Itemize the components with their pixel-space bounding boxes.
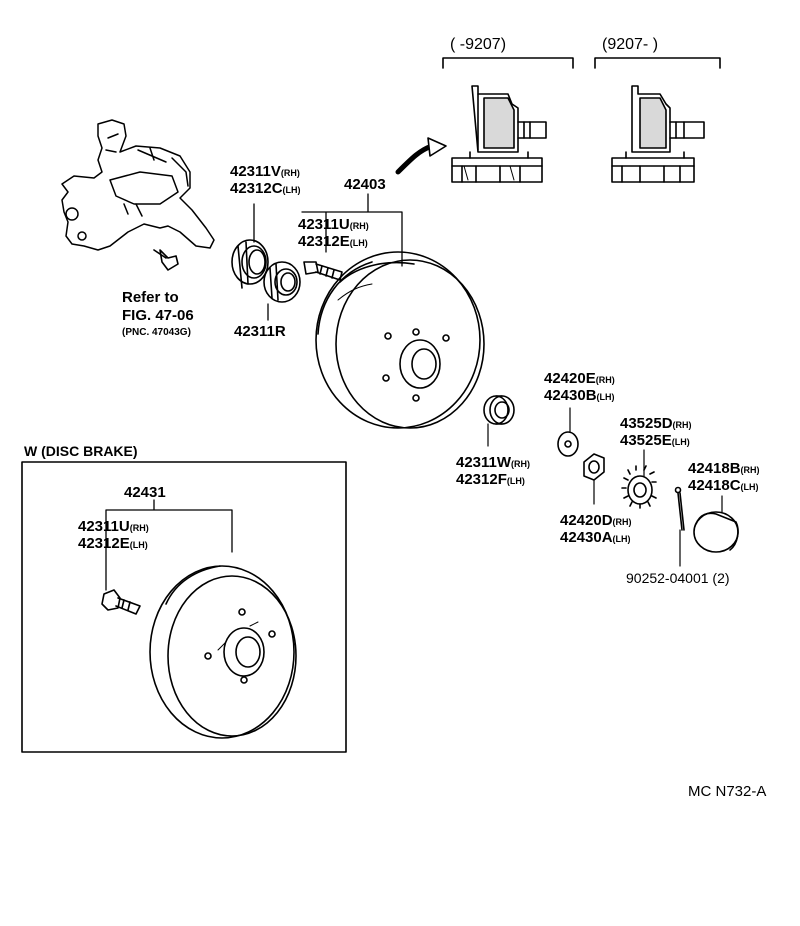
- part-number: 42430B: [544, 387, 597, 404]
- part-number: 43525E: [620, 432, 672, 449]
- label-disc-assembly: 42431: [124, 484, 166, 501]
- lh-suffix: (LH): [129, 540, 148, 550]
- detail-arrow: [395, 137, 447, 175]
- leader-lines-drum: [253, 193, 403, 321]
- hub-detail-old: [451, 85, 547, 183]
- steering-knuckle: [61, 119, 215, 251]
- part-number: 42420D: [560, 512, 613, 529]
- part-number: 42311U: [298, 216, 350, 233]
- label-42312f: 42312F(LH): [456, 472, 525, 489]
- nut-lock: [621, 449, 657, 509]
- refer-line-3: (PNC. 47043G): [122, 327, 191, 338]
- label-42312e-drum: 42312E(LH): [298, 234, 368, 251]
- brake-drum: [315, 251, 485, 429]
- disc-brake-title: W (DISC BRAKE): [24, 443, 138, 459]
- hub-bolt: [303, 261, 343, 281]
- part-number: 42311U: [78, 518, 130, 535]
- disc-hub-bolt: [101, 589, 141, 615]
- part-number: 43525D: [620, 415, 673, 432]
- lh-suffix: (LH): [349, 238, 368, 248]
- label-43525d: 43525D(RH): [620, 416, 692, 433]
- date-range-brackets: [442, 57, 721, 69]
- rh-suffix: (RH): [672, 420, 692, 430]
- rh-suffix: (RH): [349, 221, 369, 231]
- range-label-old: ( -9207): [450, 36, 507, 53]
- refer-line-2: FIG. 47-06: [122, 307, 194, 324]
- label-42311u-drum: 42311U(RH): [298, 217, 369, 234]
- lh-suffix: (LH): [596, 392, 615, 402]
- part-number: 42418C: [688, 477, 741, 494]
- rh-suffix: (RH): [740, 465, 760, 475]
- label-42311v: 42311V(RH): [230, 164, 300, 181]
- label-cotter-pin: 90252-04001 (2): [626, 570, 730, 586]
- label-42430b: 42430B(LH): [544, 388, 615, 405]
- part-number: 42312E: [78, 535, 130, 552]
- dust-seal: [231, 239, 269, 289]
- part-number: 42311W: [456, 454, 512, 471]
- label-42420d: 42420D(RH): [560, 513, 632, 530]
- part-number: 42418B: [688, 460, 741, 477]
- label-42418b: 42418B(RH): [688, 461, 760, 478]
- lh-suffix: (LH): [740, 482, 759, 492]
- disc-rotor: [149, 565, 297, 739]
- cotter-pin: [674, 486, 685, 567]
- lh-suffix: (LH): [506, 476, 525, 486]
- outer-bearing: [483, 395, 515, 447]
- hub-detail-new: [611, 85, 705, 183]
- thrust-washer: [557, 407, 579, 457]
- part-number: 42311V: [230, 163, 281, 180]
- range-label-new: (9207- ): [602, 36, 659, 53]
- label-42312e-disc: 42312E(LH): [78, 536, 148, 553]
- rh-suffix: (RH): [612, 517, 632, 527]
- rh-suffix: (RH): [511, 459, 531, 469]
- disc-brake-box: [21, 461, 347, 753]
- label-42311r: 42311R: [234, 323, 286, 340]
- label-43525e: 43525E(LH): [620, 433, 690, 450]
- rh-suffix: (RH): [595, 375, 615, 385]
- diagram-code: MC N732-A: [688, 783, 767, 800]
- part-number: 42430A: [560, 529, 613, 546]
- label-42420e: 42420E(RH): [544, 371, 615, 388]
- label-42311w: 42311W(RH): [456, 455, 530, 472]
- label-42311u-disc: 42311U(RH): [78, 519, 149, 536]
- knuckle-bolt: [153, 249, 179, 271]
- part-number: 42420E: [544, 370, 596, 387]
- rh-suffix: (RH): [280, 168, 300, 178]
- part-number: 42312F: [456, 471, 507, 488]
- lh-suffix: (LH): [671, 437, 690, 447]
- grease-cap: [693, 495, 739, 553]
- rh-suffix: (RH): [129, 523, 149, 533]
- part-number: 42312E: [298, 233, 350, 250]
- label-42430a: 42430A(LH): [560, 530, 631, 547]
- label-42418c: 42418C(LH): [688, 478, 759, 495]
- hub-nut: [583, 453, 605, 505]
- part-number: 42312C: [230, 180, 283, 197]
- label-42312c: 42312C(LH): [230, 181, 301, 198]
- lh-suffix: (LH): [612, 534, 631, 544]
- inner-bearing: [263, 261, 301, 303]
- refer-line-1: Refer to: [122, 289, 179, 306]
- lh-suffix: (LH): [282, 185, 301, 195]
- leader-lines-disc: [105, 499, 233, 591]
- label-drum-assembly: 42403: [344, 176, 386, 193]
